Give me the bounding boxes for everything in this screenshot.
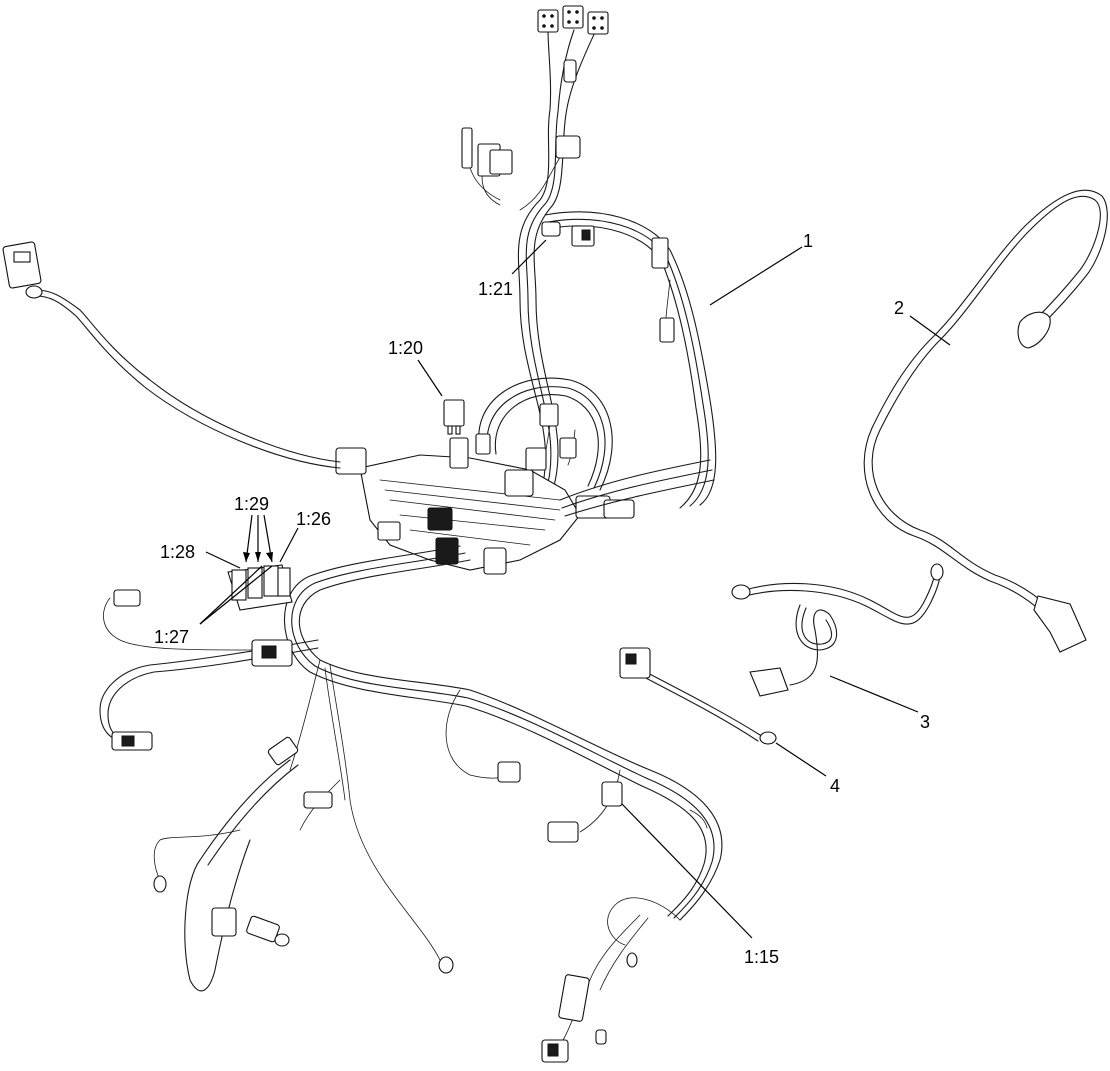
callout-1-21: 1:21 — [478, 279, 513, 299]
leader-1-28 — [205, 551, 241, 569]
fuse-1-20 — [443, 399, 465, 435]
cable-3 — [731, 563, 944, 697]
callout-1-20: 1:20 — [388, 338, 423, 358]
leader-lines — [199, 239, 951, 939]
callout-1-15: 1:15 — [744, 947, 779, 967]
leader-1-27b — [199, 565, 273, 625]
cable-2 — [863, 189, 1108, 653]
lower-right-connectors — [497, 761, 681, 1063]
harness-left-branch — [2, 241, 341, 469]
leader-4 — [775, 742, 827, 777]
callout-1-29: 1:29 — [234, 494, 269, 514]
harness-lower-left — [99, 589, 454, 992]
central-junction — [335, 377, 635, 575]
leader-3 — [829, 675, 919, 713]
leader-1-20 — [417, 359, 443, 397]
leader-1-26 — [279, 527, 299, 563]
leader-1-21 — [511, 239, 547, 275]
callout-3: 3 — [920, 712, 930, 732]
callout-1: 1 — [803, 231, 813, 251]
leader-1-15 — [621, 803, 753, 939]
leader-2 — [909, 315, 951, 346]
cable-4 — [619, 647, 777, 745]
leader-1-27a — [199, 565, 263, 625]
harness-lower-trunk — [283, 545, 723, 961]
callout-4: 4 — [830, 776, 840, 796]
callout-labels: 1 2 3 4 1:15 1:20 1:21 1:26 1:27 1:28 1:… — [154, 231, 930, 967]
harness-top-branch — [467, 29, 717, 509]
callout-1-26: 1:26 — [296, 509, 331, 529]
callout-1-28: 1:28 — [160, 542, 195, 562]
callout-2: 2 — [894, 298, 904, 318]
leader-1 — [709, 246, 803, 306]
main-wire-harness — [2, 5, 723, 1063]
relay-block — [227, 564, 293, 611]
top-connectors — [461, 5, 675, 343]
callout-1-27: 1:27 — [154, 627, 189, 647]
